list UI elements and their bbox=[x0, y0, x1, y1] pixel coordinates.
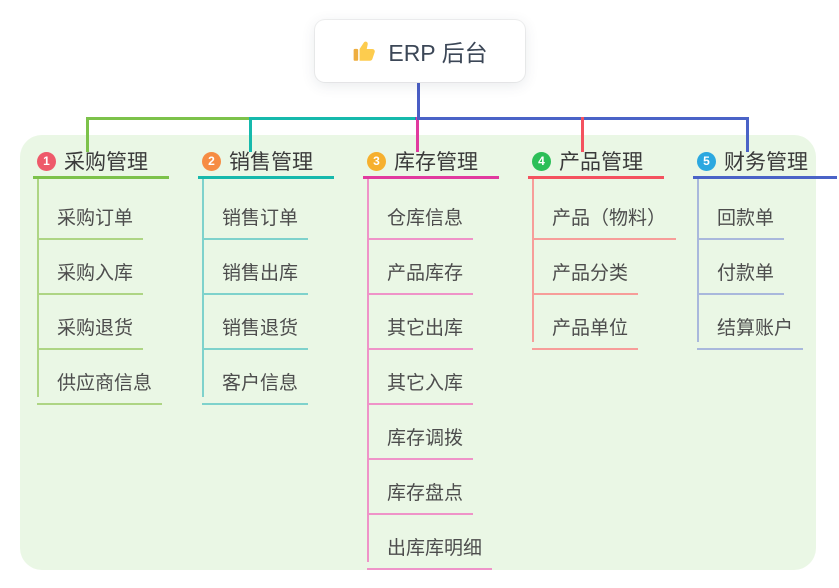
drop-line-branch2 bbox=[249, 117, 252, 152]
mindmap-panel bbox=[20, 135, 816, 570]
node-customer-info[interactable]: 客户信息 bbox=[202, 361, 309, 405]
bus-line-branch2 bbox=[250, 117, 417, 120]
drop-line-branch3 bbox=[416, 117, 419, 152]
drop-line-branch5 bbox=[746, 117, 749, 152]
node-product-unit[interactable]: 产品单位 bbox=[532, 306, 639, 350]
root-title: ERP 后台 bbox=[388, 40, 488, 66]
node-product-material[interactable]: 产品（物料） bbox=[532, 196, 677, 240]
spine-branch5 bbox=[697, 179, 699, 342]
node-sales-order[interactable]: 销售订单 bbox=[202, 196, 309, 240]
node-warehouse-info[interactable]: 仓库信息 bbox=[367, 196, 474, 240]
node-outbound-detail[interactable]: 出库库明细 bbox=[367, 526, 493, 570]
spine-branch3 bbox=[367, 179, 369, 562]
badge-5: 5 bbox=[697, 151, 716, 171]
node-stock-transfer[interactable]: 库存调拨 bbox=[367, 416, 474, 460]
node-receipt-bill[interactable]: 回款单 bbox=[697, 196, 785, 240]
spine-branch2 bbox=[202, 179, 204, 397]
node-purchase-inbound[interactable]: 采购入库 bbox=[37, 251, 144, 295]
spine-branch4 bbox=[532, 179, 534, 342]
node-product-stock[interactable]: 产品库存 bbox=[367, 251, 474, 295]
thumbs-up-icon bbox=[352, 38, 378, 64]
badge-1: 1 bbox=[37, 151, 56, 171]
branch-label: 产品管理 bbox=[559, 151, 643, 174]
branch-label: 财务管理 bbox=[724, 151, 808, 174]
branch-label: 库存管理 bbox=[394, 151, 478, 174]
spine-branch1 bbox=[37, 179, 39, 397]
badge-4: 4 bbox=[532, 151, 551, 171]
root-node-erp[interactable]: ERP 后台 bbox=[315, 20, 525, 82]
node-sales-outbound[interactable]: 销售出库 bbox=[202, 251, 309, 295]
badge-3: 3 bbox=[367, 151, 386, 171]
branch-heading-sales[interactable]: 2 销售管理 bbox=[198, 146, 334, 179]
node-stock-take[interactable]: 库存盘点 bbox=[367, 471, 474, 515]
branch-heading-inventory[interactable]: 3 库存管理 bbox=[363, 146, 499, 179]
node-payment-bill[interactable]: 付款单 bbox=[697, 251, 785, 295]
branch-label: 采购管理 bbox=[64, 151, 148, 174]
node-sales-return[interactable]: 销售退货 bbox=[202, 306, 309, 350]
node-purchase-order[interactable]: 采购订单 bbox=[37, 196, 144, 240]
root-connector-line bbox=[417, 82, 420, 120]
branch-heading-finance[interactable]: 5 财务管理 bbox=[693, 146, 837, 179]
branch-heading-product[interactable]: 4 产品管理 bbox=[528, 146, 664, 179]
bus-line-branch1 bbox=[86, 117, 252, 120]
node-other-outbound[interactable]: 其它出库 bbox=[367, 306, 474, 350]
node-purchase-return[interactable]: 采购退货 bbox=[37, 306, 144, 350]
drop-line-branch4 bbox=[581, 117, 584, 152]
branch-label: 销售管理 bbox=[229, 151, 313, 174]
node-product-category[interactable]: 产品分类 bbox=[532, 251, 639, 295]
node-settlement-account[interactable]: 结算账户 bbox=[697, 306, 804, 350]
branch-heading-purchase[interactable]: 1 采购管理 bbox=[33, 146, 169, 179]
badge-2: 2 bbox=[202, 151, 221, 171]
node-supplier-info[interactable]: 供应商信息 bbox=[37, 361, 163, 405]
drop-line-branch1 bbox=[86, 117, 89, 152]
node-other-inbound[interactable]: 其它入库 bbox=[367, 361, 474, 405]
